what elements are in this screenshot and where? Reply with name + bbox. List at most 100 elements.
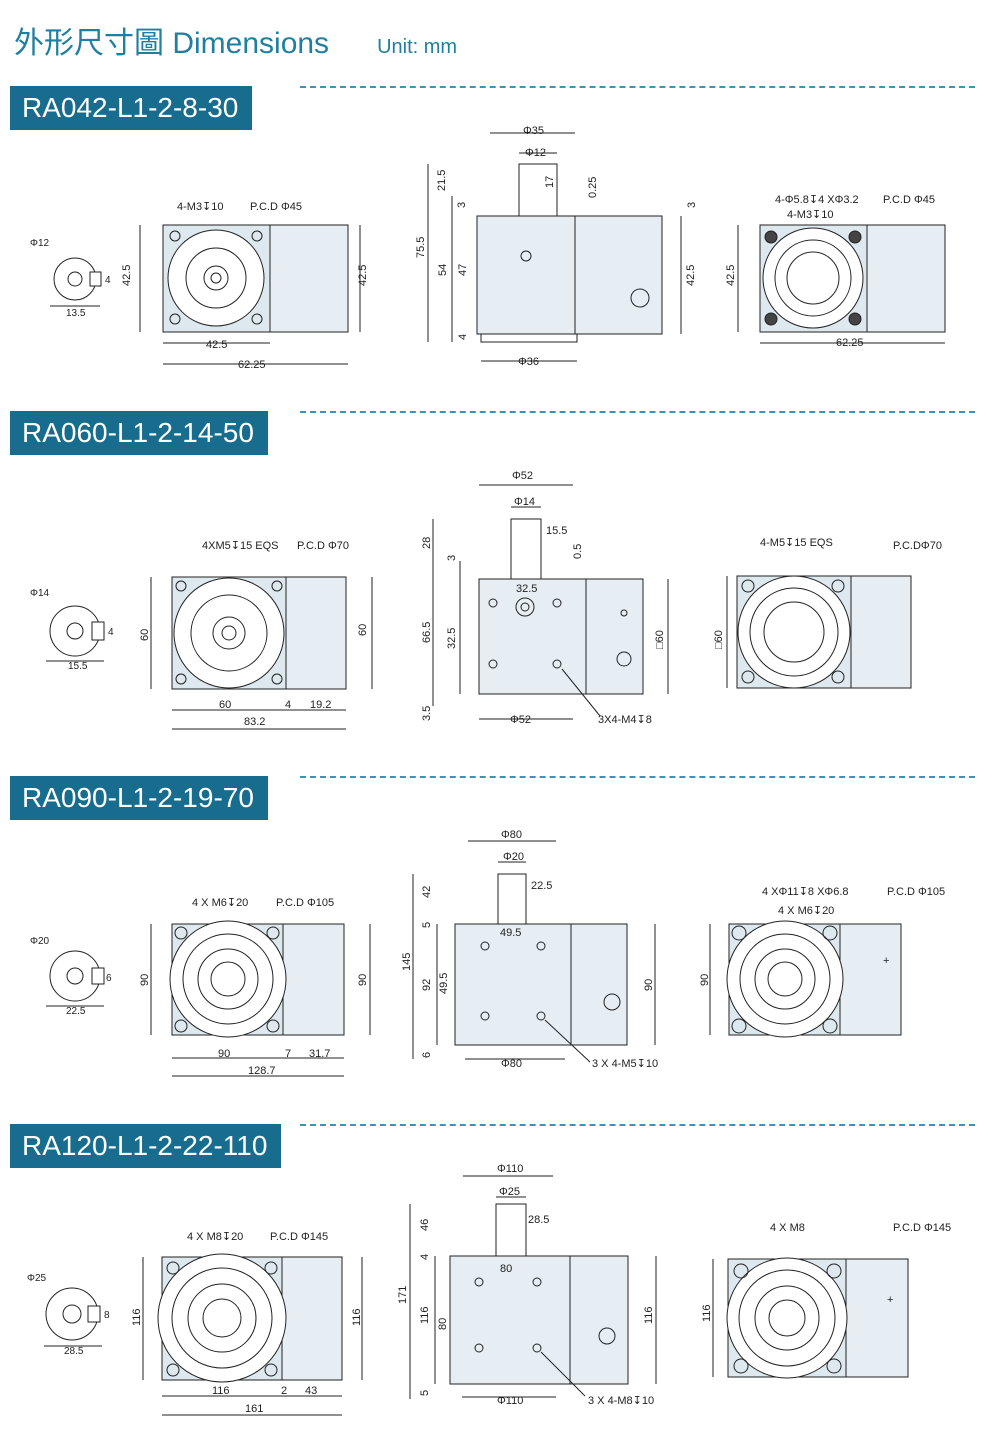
front-pcd: P.C.D Φ45 [250, 201, 302, 213]
front-height-right: 42.5 [357, 265, 369, 286]
front-height-right: 90 [357, 974, 369, 986]
page-title: 外形尺寸圖 Dimensions [14, 27, 330, 60]
front-callout: 4 X M8↧20 [187, 1231, 243, 1243]
side-view: Φ110 Φ25 28.5 46 4 171 116 80 80 5 Φ110 … [397, 1163, 657, 1407]
shaft-dia-label: Φ20 [30, 936, 50, 947]
rear-height: 116 [701, 1304, 713, 1322]
shaft-key-label: 8 [104, 1310, 110, 1321]
side-holes: 3 X 4-M5↧10 [592, 1058, 658, 1070]
side-view: Φ52 Φ14 15.5 28 3 0.5 66.5 32.5 32.5 3.5… [421, 470, 669, 726]
side-top-dia: Φ35 [523, 125, 544, 137]
side-top-dia: Φ80 [501, 829, 522, 841]
rear-height: □60 [713, 630, 725, 649]
rear-view: + 4 X M8 P.C.D Φ145 116 [701, 1222, 951, 1379]
side-base: 4 [457, 334, 469, 340]
rear-pcd: P.C.D Φ105 [887, 886, 945, 898]
section-divider [300, 411, 975, 413]
side-inner: 49.5 [438, 973, 450, 994]
front-height: 42.5 [121, 265, 133, 286]
side-span: 80 [500, 1263, 512, 1275]
side-inner: 80 [437, 1318, 449, 1330]
front-width: 116 [212, 1385, 230, 1397]
shaft-key-label: 4 [105, 275, 111, 286]
side-shaft-dia: Φ12 [525, 147, 546, 159]
side-inner: 47 [457, 264, 469, 276]
side-base: 6 [421, 1052, 433, 1058]
shaft-len-label: 13.5 [66, 308, 86, 319]
drawing-ra090: Φ20 22.5 6 4 X M6↧20 P.C.D Φ105 90 90 90… [30, 829, 945, 1077]
drawing-ra042: Φ12 13.5 4 4-M3↧10 P.C.D Φ45 42.5 42.5 4… [30, 125, 946, 371]
front-callout: 4XM5↧15 EQS [202, 540, 278, 552]
drawing-ra060: Φ14 15.5 4 4XM5↧15 EQS P.C.D Φ70 60 60 6… [30, 470, 942, 730]
rear-callout1: 4-M5↧15 EQS [760, 537, 833, 549]
rear-pcd: P.C.D Φ45 [883, 194, 935, 206]
shaft-key-label: 4 [108, 627, 114, 638]
side-bottom-dia: Φ36 [518, 356, 539, 368]
side-view: Φ80 Φ20 22.5 42 5 145 92 49.5 49.5 6 Φ80… [401, 829, 658, 1070]
side-inner: 32.5 [446, 628, 458, 649]
side-key: 15.5 [546, 525, 567, 537]
side-d2: 3 [456, 202, 468, 208]
side-d2: 5 [421, 922, 433, 928]
shaft-dia-label: Φ14 [30, 588, 50, 599]
model-banner: RA120-L1-2-22-110 [10, 1124, 282, 1168]
side-d1: 46 [419, 1219, 431, 1231]
side-body: 92 [421, 979, 433, 991]
rear-callout1: 4 XΦ11↧8 XΦ6.8 [762, 886, 849, 898]
side-bottom-dia: Φ80 [501, 1058, 522, 1070]
rear-width: 62.25 [836, 337, 864, 349]
front-view: 4 X M8↧20 P.C.D Φ145 116 116 116 2 43 16… [131, 1231, 363, 1416]
side-d3: 0.5 [572, 544, 584, 559]
side-shaft-dia: Φ20 [503, 851, 524, 863]
side-right: 116 [643, 1306, 655, 1324]
rear-height: 90 [699, 974, 711, 986]
front-total-width: 128.7 [248, 1065, 276, 1077]
rear-pcd: P.C.D Φ145 [893, 1222, 951, 1234]
front-height-right: 60 [357, 624, 369, 636]
front-pcd: P.C.D Φ145 [270, 1231, 328, 1243]
model-banner: RA060-L1-2-14-50 [10, 411, 268, 455]
shaft-section: Φ14 15.5 4 [30, 588, 114, 672]
shaft-section: Φ25 28.5 8 [27, 1273, 110, 1357]
side-total: 171 [397, 1286, 409, 1304]
side-d4: 3 [686, 202, 698, 208]
model-banner: RA042-L1-2-8-30 [10, 86, 253, 130]
shaft-len-label: 28.5 [64, 1346, 84, 1357]
front-height: 90 [139, 974, 151, 986]
side-span: 32.5 [516, 583, 537, 595]
side-key: 17 [544, 176, 556, 188]
front-view: 4 X M6↧20 P.C.D Φ105 90 90 90 7 31.7 128… [139, 897, 371, 1077]
side-base: 3.5 [421, 706, 433, 721]
shaft-len-label: 15.5 [68, 661, 88, 672]
section-ra042: RA042-L1-2-8-30 Φ12 13.5 4 4-M3↧10 P.C.D… [0, 86, 1000, 406]
shaft-section: Φ20 22.5 6 [30, 936, 112, 1017]
front-total-width: 83.2 [244, 716, 265, 728]
center-mark: + [883, 955, 889, 967]
side-top-dia: Φ110 [497, 1163, 523, 1175]
side-d2: 3 [446, 555, 458, 561]
front-view: 4-M3↧10 P.C.D Φ45 42.5 42.5 42.5 62.25 [121, 201, 369, 371]
side-body: 54 [437, 264, 449, 276]
front-height-right: 116 [351, 1308, 363, 1326]
side-total: 75.5 [415, 237, 427, 258]
rear-height: 42.5 [725, 265, 737, 286]
side-key: 22.5 [531, 880, 552, 892]
side-d1: 28 [421, 537, 433, 549]
shaft-dia-label: Φ25 [27, 1273, 47, 1284]
side-d2: 4 [419, 1254, 431, 1260]
rear-pcd: P.C.DΦ70 [893, 540, 942, 552]
side-d1: 21.5 [436, 170, 448, 191]
front-total-width: 161 [245, 1403, 263, 1415]
front-width3: 19.2 [310, 699, 331, 711]
front-height: 116 [131, 1308, 143, 1326]
side-view: Φ35 Φ12 17 21.5 3 0.25 3 75.5 54 47 4 Φ3… [415, 125, 698, 368]
side-d1: 42 [421, 886, 433, 898]
shaft-key-label: 6 [106, 973, 112, 984]
rear-callout1: 4 X M8 [770, 1222, 805, 1234]
front-width: 90 [218, 1048, 230, 1060]
side-shaft-dia: Φ25 [499, 1186, 520, 1198]
shaft-section: Φ12 13.5 4 [30, 238, 111, 319]
page-header: 外形尺寸圖 Dimensions Unit: mm [14, 22, 457, 62]
side-span: 49.5 [500, 927, 521, 939]
front-callout: 4-M3↧10 [177, 201, 224, 213]
